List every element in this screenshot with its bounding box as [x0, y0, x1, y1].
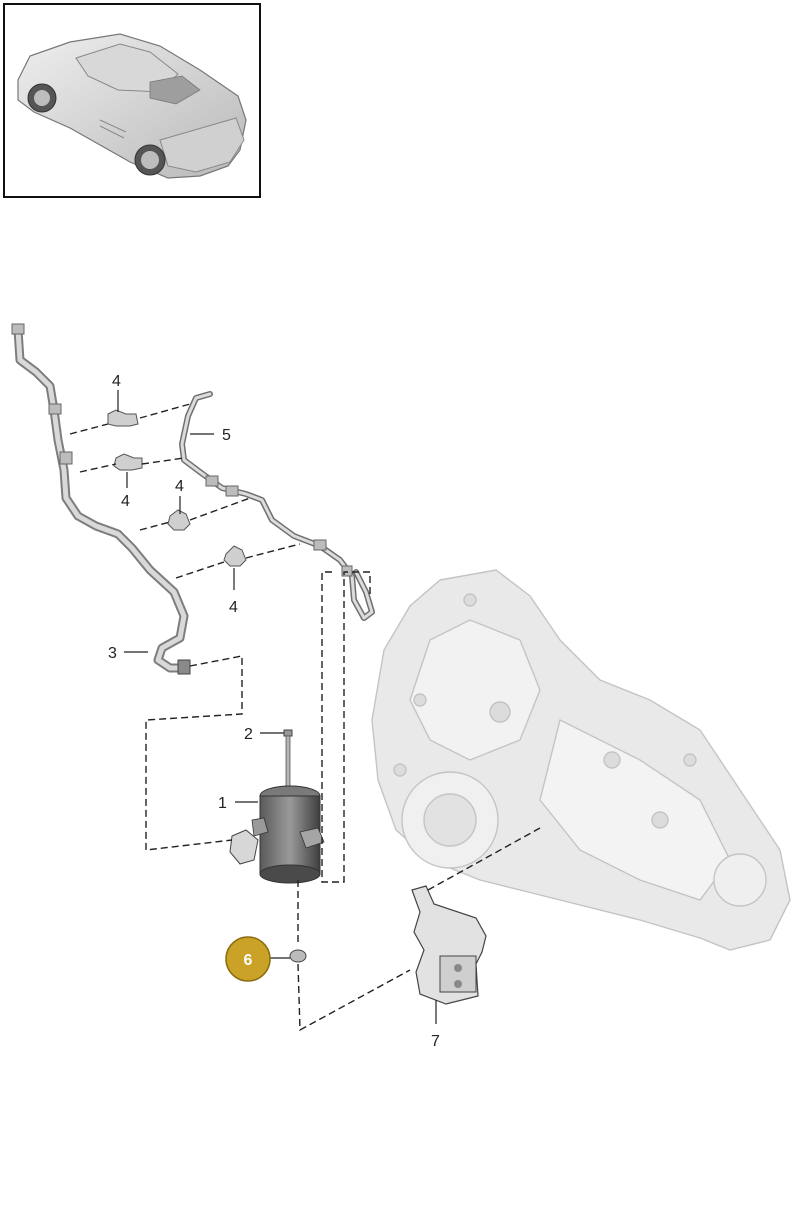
callout-2[interactable]: 2 — [244, 726, 253, 743]
connection-lines — [69, 403, 541, 1032]
callout-6[interactable]: 6 — [244, 952, 253, 969]
car-illustration — [17, 33, 247, 179]
callout-5[interactable]: 5 — [222, 427, 231, 444]
callout-4-top[interactable]: 4 — [112, 373, 121, 390]
vacuum-line-part-5 — [179, 391, 375, 621]
callout-4-bottom[interactable]: 4 — [229, 599, 238, 616]
clip-part-4-b — [113, 453, 143, 471]
callout-4-third[interactable]: 4 — [175, 478, 184, 495]
callout-labels: 1 2 3 4 4 4 4 5 7 6 — [108, 373, 440, 1050]
vacuum-hose-part-3 — [11, 323, 191, 675]
rubber-mount-part-6 — [289, 949, 307, 963]
clip-part-4-d — [223, 545, 247, 567]
vehicle-thumbnail — [3, 3, 261, 198]
callout-4-second[interactable]: 4 — [121, 493, 130, 510]
highlight-badge-circle — [225, 936, 271, 982]
callout-3[interactable]: 3 — [108, 645, 117, 662]
bracket-part-7 — [411, 885, 487, 1005]
clip-part-4-c — [167, 509, 191, 531]
transmission-ghost — [371, 569, 791, 951]
callout-6-highlight-badge[interactable]: 6 — [225, 936, 271, 982]
vacuum-pump-part-1 — [229, 785, 325, 884]
clip-part-4-a — [107, 409, 139, 427]
callout-1[interactable]: 1 — [218, 795, 227, 812]
callout-7[interactable]: 7 — [431, 1033, 440, 1050]
leader-lines — [117, 390, 437, 1024]
